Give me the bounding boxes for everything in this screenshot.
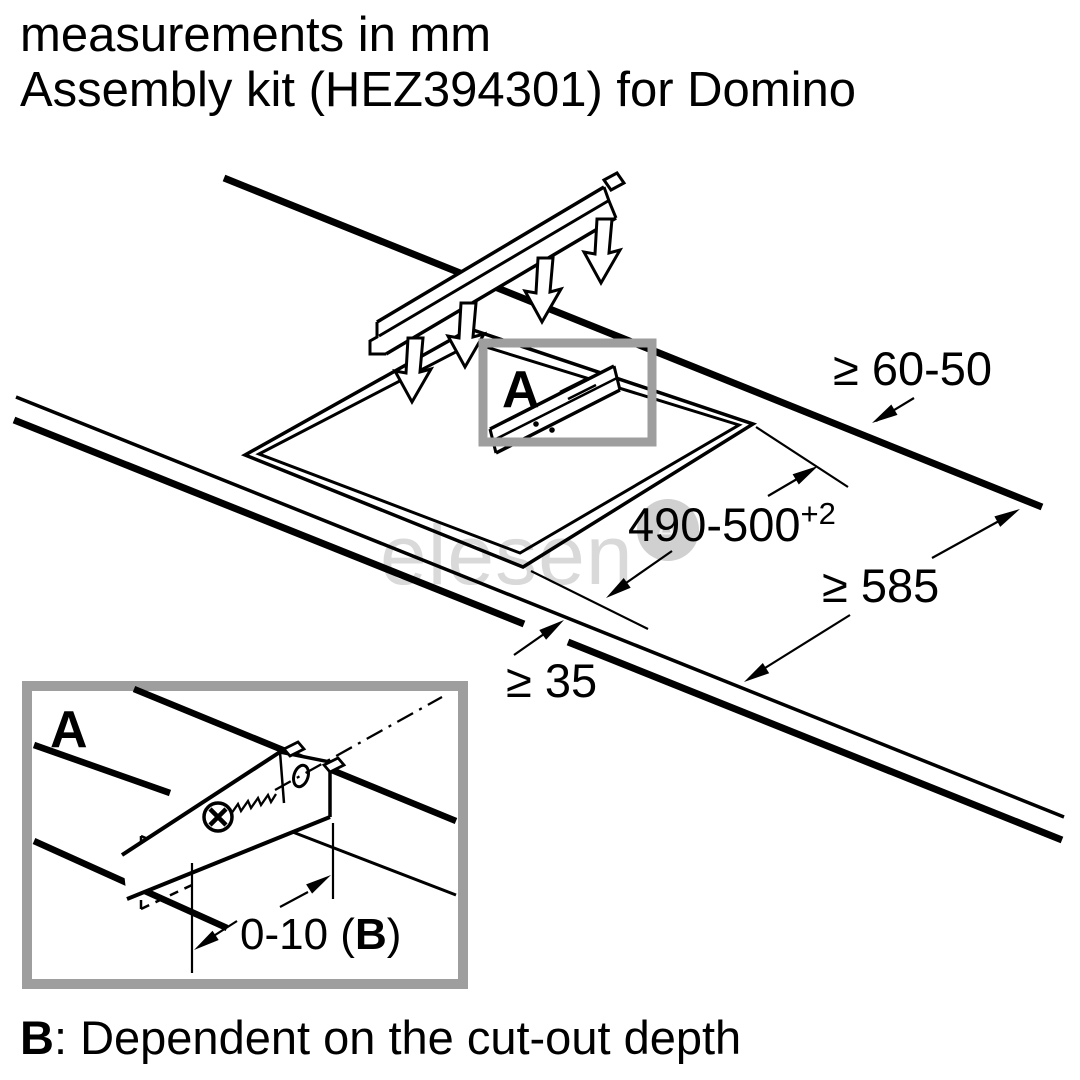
dimension-worktop-depth: ≥ 585 bbox=[744, 509, 1020, 682]
worktop-front-edge-bottom-left bbox=[12, 416, 526, 628]
detail-worktop-edge bbox=[32, 741, 172, 797]
dimension-arrowhead bbox=[539, 620, 564, 640]
watermark-logo-letter: e bbox=[658, 516, 675, 549]
dimension-front-clearance: ≥ 35 bbox=[506, 620, 597, 707]
dimension-arrowhead bbox=[872, 404, 898, 423]
rail-tab bbox=[321, 756, 347, 774]
detail-dimension bbox=[190, 823, 335, 973]
detail-view-a: A bbox=[22, 681, 468, 989]
dimension-cutout-depth: 490-500+2 bbox=[606, 466, 836, 598]
worktop-front-edge-bottom-right bbox=[566, 638, 1064, 844]
watermark-logo-icon bbox=[637, 499, 699, 561]
title-line-kit: Assembly kit (HEZ394301) for Domino bbox=[20, 63, 857, 117]
screw-phillips-icon bbox=[208, 807, 228, 827]
screw bbox=[202, 792, 277, 833]
callout-a-label: A bbox=[502, 361, 540, 419]
dimension-arrowhead bbox=[194, 930, 219, 950]
rail-screw-hole bbox=[549, 427, 555, 433]
dimension-arrowhead bbox=[792, 466, 818, 485]
mounted-rail bbox=[488, 364, 622, 455]
rail-end-cap bbox=[601, 171, 627, 192]
screw-thread bbox=[230, 792, 277, 815]
worktop-front-edge-top bbox=[15, 395, 1065, 819]
press-down-arrow-icon bbox=[393, 336, 433, 404]
dimension-rear-clearance: ≥ 60-50 bbox=[833, 342, 992, 423]
detail-cutout-edge bbox=[289, 829, 457, 897]
screw-axis-centerline bbox=[274, 695, 443, 792]
dimension-arrowhead bbox=[994, 509, 1020, 527]
dimension-arrowhead bbox=[306, 875, 331, 894]
dimension-arrowhead bbox=[606, 578, 631, 598]
dimension-arrowhead bbox=[744, 663, 770, 682]
callout-a-frame bbox=[478, 338, 657, 447]
detail-a-label: A bbox=[50, 701, 88, 759]
dimension-rear-clearance-label: ≥ 60-50 bbox=[833, 342, 992, 395]
dimension-worktop-depth-label: ≥ 585 bbox=[822, 559, 939, 612]
mounting-rail bbox=[368, 171, 627, 356]
footnote-key: B bbox=[20, 1011, 54, 1064]
title-line-units: measurements in mm bbox=[20, 8, 492, 62]
footnote: B: Dependent on the cut-out depth bbox=[20, 1010, 741, 1065]
detail-dimension-label: 0-10 (B) bbox=[240, 910, 401, 959]
footnote-text: : Dependent on the cut-out depth bbox=[53, 1011, 742, 1064]
extension-line-front bbox=[530, 570, 649, 630]
dimension-cutout-depth-label: 490-500+2 bbox=[628, 496, 836, 551]
dimension-front-clearance-label: ≥ 35 bbox=[506, 654, 597, 707]
page-title: measurements in mm Assembly kit (HEZ3943… bbox=[20, 8, 856, 118]
rail-tab bbox=[281, 740, 307, 758]
pilot-hole bbox=[292, 763, 310, 789]
rail-screw-hole bbox=[533, 421, 539, 427]
extension-line-rear bbox=[755, 426, 849, 488]
